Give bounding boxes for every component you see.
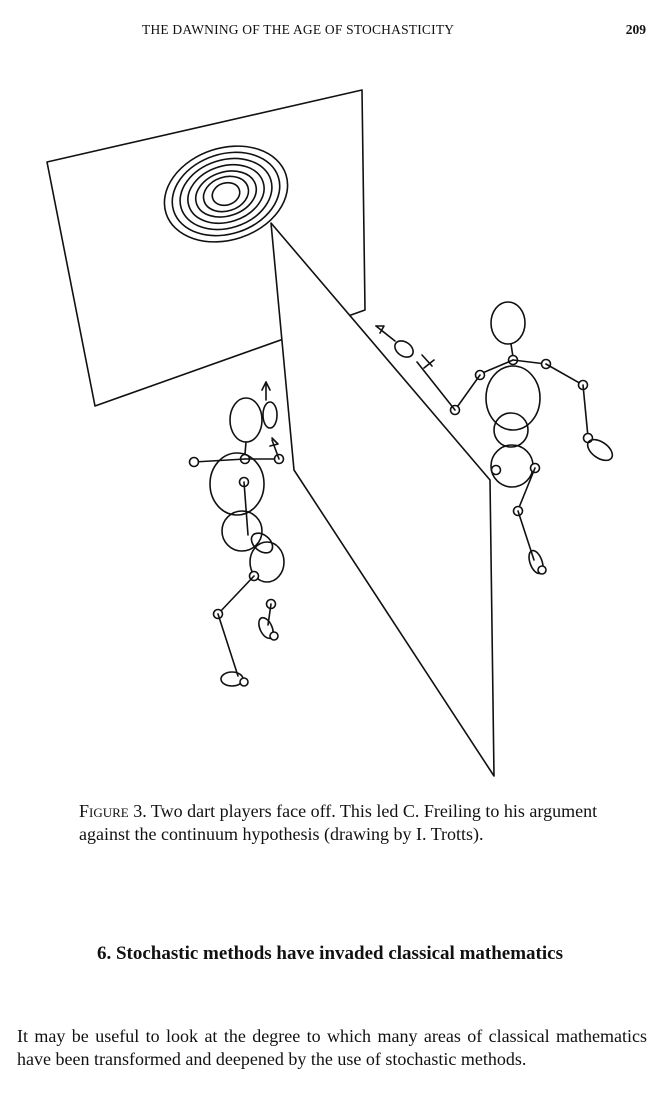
figure-caption: Figure 3. Two dart players face off. Thi…: [79, 800, 599, 846]
dart-players-drawing: [46, 89, 614, 777]
dividing-wall: [270, 222, 495, 777]
left-player: [188, 381, 285, 687]
dartboard-wall: [46, 89, 366, 407]
target-rings: [163, 145, 289, 243]
caption-text: Two dart players face off. This led C. F…: [79, 801, 598, 844]
section-heading: 6. Stochastic methods have invaded class…: [96, 943, 563, 964]
body-paragraph: It may be useful to look at the degree t…: [17, 1026, 647, 1069]
running-title: THE DAWNING OF THE AGE OF STOCHASTICITY: [142, 22, 455, 37]
right-player: [375, 301, 614, 575]
figure-3: [0, 80, 668, 790]
caption-label: Figure 3.: [79, 801, 147, 821]
page-number: 209: [625, 22, 646, 37]
running-head: THE DAWNING OF THE AGE OF STOCHASTICITY …: [0, 22, 668, 42]
